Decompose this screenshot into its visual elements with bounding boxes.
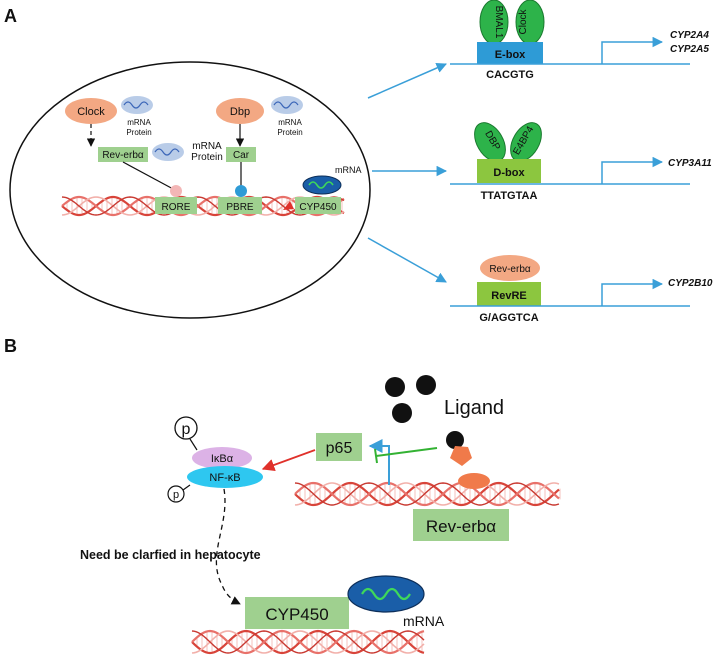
rev-erba-label-b: Rev-erbα: [426, 517, 496, 536]
dbp-mrna-icon: [271, 96, 303, 114]
rev-erba-box: [98, 147, 148, 162]
pbre-ligand-dot: [235, 185, 247, 197]
ebox-sequence: CACGTG: [486, 69, 534, 81]
gene-cyp2a4: CYP2A4: [670, 30, 709, 41]
phospho-small-icon: [167, 485, 185, 503]
dbp-label: Dbp: [230, 106, 250, 118]
nfkb-label: NF-κB: [209, 472, 240, 484]
phospho-small-label: p: [173, 489, 179, 501]
ebox-element: [477, 42, 543, 64]
cyp450-mrna-icon: [302, 175, 342, 195]
ligand-dot-2: [416, 375, 436, 395]
gene-cyp2a5: CYP2A5: [670, 44, 709, 55]
ligand-dot-1: [385, 377, 405, 397]
clock-mrna-text: mRNA: [127, 118, 151, 127]
gene-cyp2b10: CYP2B10: [668, 278, 713, 289]
note-text: Need be clarfied in hepatocyte: [80, 548, 261, 562]
rev-erba-receptor-top: [450, 446, 472, 466]
panel-a-label: A: [4, 6, 17, 26]
ligand-dot-3: [392, 403, 412, 423]
dbp-protein-text: Protein: [277, 128, 302, 137]
car-box: [226, 147, 256, 162]
ligand-label: Ligand: [444, 397, 504, 419]
clock-ebox-label: Clock: [518, 9, 529, 35]
pbre-box: [218, 197, 262, 214]
revre-element: [477, 282, 541, 306]
rev-erba-mrna-icon: [152, 143, 184, 161]
rev-erba-mrna-text: mRNA: [192, 141, 222, 152]
dbp-protein: [216, 98, 264, 124]
dbox-label: D-box: [493, 167, 525, 179]
rev-erba-label: Rev-erbα: [102, 150, 144, 161]
rev-erba-factor-label: Rev-erbα: [489, 264, 531, 275]
ikba-protein: [192, 447, 252, 469]
gene-cyp3a11: CYP3A11: [668, 158, 712, 169]
ikba-label: IκBα: [211, 453, 234, 465]
cyp450-box-b: [245, 597, 349, 629]
mrna-label-b: mRNA: [403, 613, 445, 629]
revre-label: RevRE: [491, 290, 526, 302]
ebox-label: E-box: [495, 49, 526, 61]
rev-erba-factor: [480, 255, 540, 281]
clock-label: Clock: [77, 106, 105, 118]
rev-erba-receptor-base: [458, 473, 490, 489]
dbox-element: [477, 159, 541, 183]
dbp-mrna-text: mRNA: [278, 118, 302, 127]
cyp450-box-a: [295, 197, 341, 214]
dna-strand-b-lower: [191, 629, 425, 655]
tss-marker-icon: [283, 201, 294, 210]
panel-b-label: B: [4, 336, 17, 356]
pbre-label: PBRE: [226, 202, 254, 213]
rore-ligand-dot: [170, 185, 182, 197]
p65-box: [316, 433, 362, 461]
rore-box: [155, 197, 197, 214]
rev-erba-box-b: [413, 509, 509, 541]
rore-label: RORE: [162, 202, 191, 213]
car-label: Car: [233, 150, 250, 161]
rev-erba-protein-text: Protein: [191, 152, 223, 163]
phospho-large-icon: [174, 416, 198, 440]
cyp450-label-b: CYP450: [265, 605, 328, 624]
phospho-large-label: p: [182, 421, 191, 438]
bmal1-label: BMAL1: [493, 6, 504, 39]
revre-sequence: G/AGGTCA: [479, 312, 538, 324]
cell-oval: [9, 61, 371, 319]
clock-protein-text: Protein: [126, 128, 151, 137]
dna-strand-b-upper: [294, 481, 561, 507]
cyp450-label-a: CYP450: [299, 202, 337, 213]
clock-protein: [65, 98, 117, 124]
clock-mrna-icon: [121, 96, 153, 114]
bound-ligand-dot: [446, 431, 464, 449]
p65-label: p65: [326, 440, 353, 457]
nfkb-protein: [187, 466, 263, 488]
dbox-sequence: TTATGTAA: [481, 190, 538, 202]
cyp450-mrna-text: mRNA: [335, 165, 362, 175]
inhibition-line: [375, 447, 438, 457]
